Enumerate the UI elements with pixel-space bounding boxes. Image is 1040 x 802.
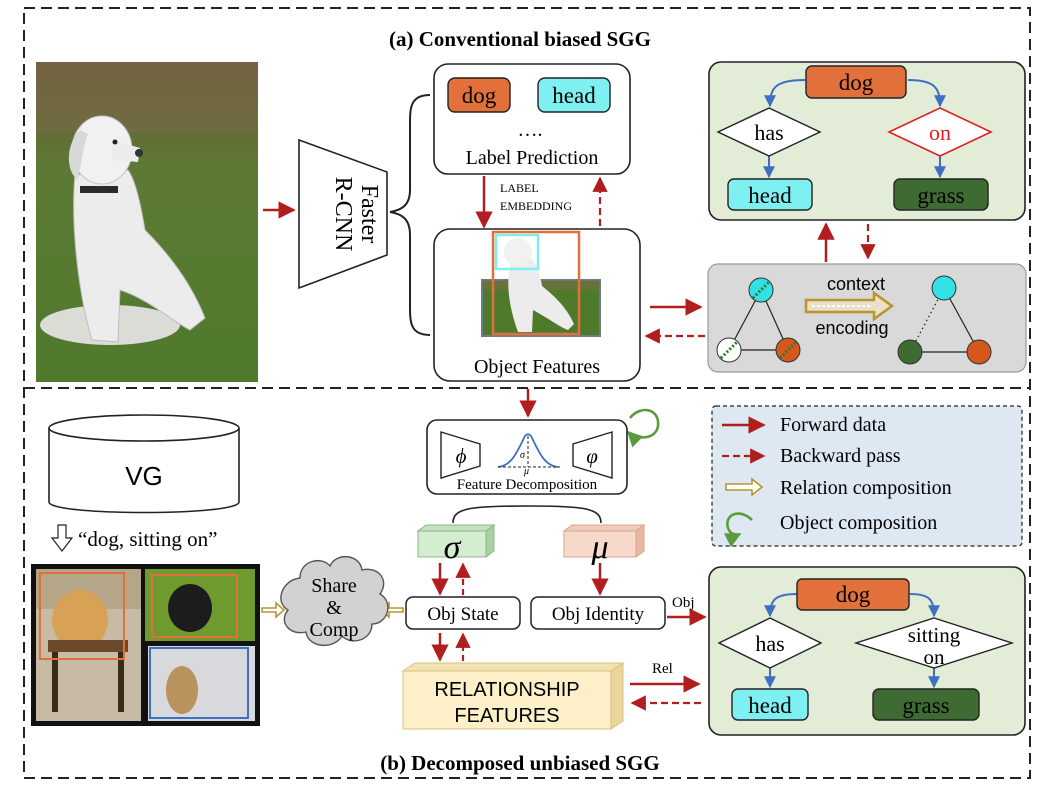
graph-bottom-subject-box	[796, 578, 910, 611]
hollow-arrow-icon	[725, 477, 764, 497]
relationship-features-box	[401, 662, 625, 730]
label-prediction-caption: Label Prediction	[466, 147, 599, 169]
edge-top-2	[907, 79, 946, 108]
context-graph-right	[897, 275, 992, 365]
graph-top-rel-right: on	[929, 120, 951, 145]
title-top: (a) Conventional biased SGG	[389, 27, 651, 51]
graph-top-subject-box	[805, 65, 907, 99]
object-features-caption: Object Features	[474, 356, 600, 378]
share-comp-cloud	[280, 556, 389, 646]
relationship-line2: FEATURES	[454, 705, 559, 727]
legend-relation-composition: Relation composition	[780, 477, 952, 499]
relationship-line1: RELATIONSHIP	[434, 679, 579, 701]
obj-arrow-label: Obj	[672, 595, 695, 611]
legend-backward: Backward pass	[780, 445, 901, 467]
title-bottom: (b) Decomposed unbiased SGG	[380, 751, 659, 775]
detector-line2: R-CNN	[330, 177, 356, 252]
pred-dots: ….	[518, 119, 543, 141]
obj-identity-label: Obj Identity	[552, 604, 645, 625]
legend-panel	[711, 405, 1023, 547]
mu-symbol: μ	[590, 529, 608, 566]
query-arrow-icon	[50, 524, 74, 552]
graph-bottom-obj-left-box	[731, 688, 809, 721]
decomposition-split-bracket	[452, 505, 602, 524]
edge-top-1	[764, 79, 806, 108]
edge-bottom-1	[764, 593, 798, 618]
graph-bottom-obj-right-box	[872, 688, 980, 721]
dataset-query: “dog, sitting on”	[78, 527, 217, 551]
legend-object-composition: Object composition	[780, 512, 937, 534]
share-comp-line3: Comp	[310, 619, 359, 641]
pred-dog-box	[447, 77, 511, 113]
graph-top-rel-left-diamond	[716, 107, 822, 157]
legend-forward: Forward data	[780, 414, 886, 436]
sigma-small: σ	[520, 450, 526, 461]
faster-rcnn-block	[298, 138, 388, 290]
context-line2: encoding	[815, 318, 888, 338]
graph-bottom-rel-left-diamond	[717, 617, 823, 669]
graph-bottom-rel-right-line1: sitting	[908, 623, 961, 647]
dog-photo	[36, 62, 258, 382]
varphi-symbol: φ	[586, 444, 598, 468]
graph-top-rel-right-diamond	[887, 107, 993, 157]
obj-state-box	[405, 596, 521, 630]
mu-small: μ	[523, 466, 529, 477]
phi-symbol: ϕ	[456, 444, 467, 468]
outer-frame	[23, 7, 1031, 779]
encoder-phi-block	[440, 431, 481, 479]
pred-head-label: head	[552, 83, 596, 108]
pred-head-box	[537, 77, 611, 113]
graph-top-obj-right-box	[893, 178, 989, 211]
sigma-symbol: σ	[444, 529, 462, 566]
sigma-box	[416, 524, 496, 558]
feature-decomposition-box	[426, 419, 628, 495]
context-graph-left	[716, 277, 801, 363]
obj-state-label: Obj State	[427, 604, 498, 625]
graph-bottom-subject: dog	[836, 582, 871, 607]
rel-arrow-label: Rel	[652, 661, 673, 677]
graph-bottom-rel-right-line2: on	[924, 645, 946, 669]
dataset-name: VG	[125, 461, 163, 491]
object-composition-cycle-icon	[626, 408, 660, 448]
context-line1: context	[827, 274, 885, 294]
feature-decomposition-caption: Feature Decomposition	[457, 477, 598, 493]
decoder-varphi-block	[572, 431, 613, 479]
graph-top-obj-left: head	[748, 183, 792, 208]
label-embedding-line1: LABEL	[500, 181, 539, 195]
pred-dog-label: dog	[462, 83, 497, 108]
curved-arrow-icon	[723, 512, 753, 548]
share-comp-line2: &	[326, 597, 342, 619]
graph-bottom-rel-right-diamond	[853, 617, 1015, 669]
label-embedding-line2: EMBEDDING	[500, 199, 572, 213]
graph-top-obj-left-box	[727, 178, 813, 211]
object-features-thumbnail	[481, 230, 601, 337]
share-comp-line1: Share	[311, 575, 357, 597]
graph-top-subject: dog	[839, 70, 874, 95]
graph-top-rel-left: has	[754, 120, 783, 145]
detector-line1: Faster	[356, 185, 382, 244]
arrow-images-to-share	[261, 601, 286, 619]
graph-bottom-rel-left: has	[755, 631, 784, 656]
edge-bottom-2	[909, 593, 940, 618]
graph-bottom-obj-left: head	[748, 693, 792, 718]
vg-database-icon	[48, 414, 240, 514]
curly-brace	[389, 94, 431, 336]
mu-box	[562, 524, 646, 558]
graph-bottom-obj-right: grass	[902, 693, 949, 718]
obj-identity-box	[530, 596, 666, 630]
gaussian-curve	[497, 433, 559, 468]
graph-top-obj-right: grass	[917, 183, 964, 208]
vg-sample-images	[31, 564, 260, 726]
